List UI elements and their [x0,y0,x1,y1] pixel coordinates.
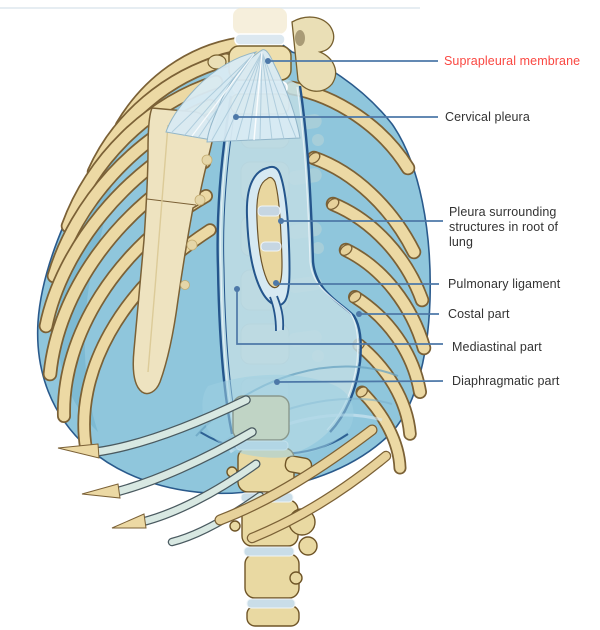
label-pleura-root-of-lung: Pleura surrounding structures in root of… [449,205,559,249]
leader-lines [233,58,444,385]
label-costal-part: Costal part [448,307,510,321]
label-suprapleural-membrane: Suprapleural membrane [444,54,581,68]
rib-cut-tips [307,152,369,398]
leader-mediastinal-part [236,290,443,345]
suprapleural-membrane-fan [165,49,301,143]
posterior-arch [291,16,337,92]
costal-notches [180,154,213,290]
pulmonary-ligament-fold [269,295,285,332]
label-diaphragmatic-part: Diaphragmatic part [452,374,560,388]
sternum [132,107,214,395]
costal-cartilages [91,395,265,547]
floating-rib-tips [57,443,147,529]
label-cervical-pleura: Cervical pleura [445,110,530,124]
label-mediastinal-part: Mediastinal part [452,340,542,354]
root-of-lung-sleeve [245,165,291,332]
root-window-vertebrae [256,176,283,289]
membrane-striations [171,51,297,142]
lower-ribs [214,424,392,544]
leader-diaphragmatic-part [276,380,444,383]
label-pulmonary-ligament: Pulmonary ligament [448,277,561,291]
right-ribs [284,80,432,475]
